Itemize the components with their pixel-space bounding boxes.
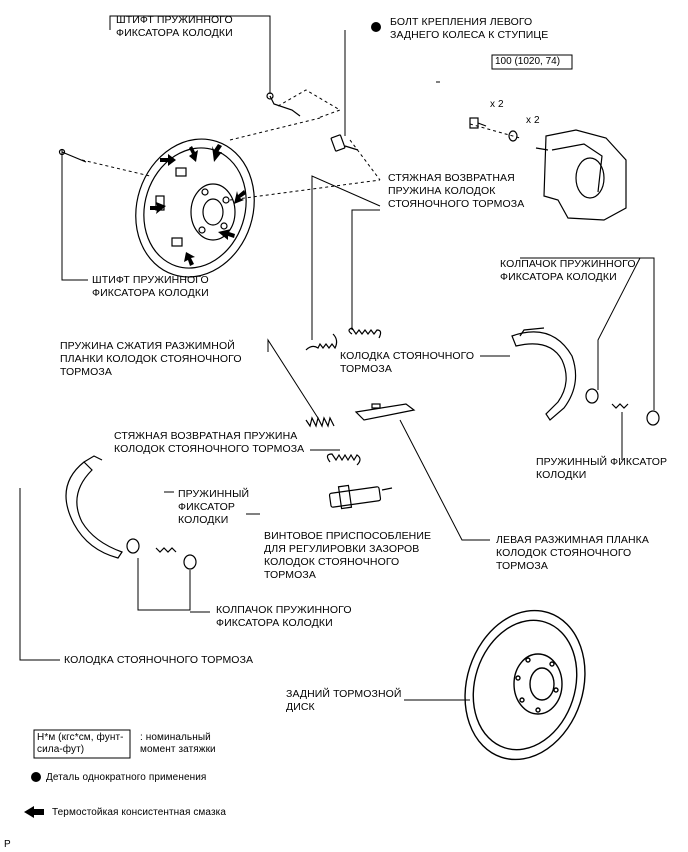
label-cap-right: КОЛПАЧОК ПРУЖИННОГО ФИКСАТОРА КОЛОДКИ: [500, 258, 636, 283]
legend-non-reusable-icon: [31, 772, 41, 782]
legend-torque-box: Н*м (кгс*см, фунт- сила-фут): [37, 732, 124, 755]
retainer-cap-right: [585, 388, 660, 426]
torque-value: 100 (1020, 74): [495, 56, 561, 67]
return-spring-left: [305, 333, 338, 351]
torque-box-frame: [491, 54, 573, 70]
caliper-bolt: [469, 117, 518, 142]
strut-spring: [305, 416, 335, 428]
shoe-hold-pin-top: [266, 92, 301, 117]
adjuster-screw: [328, 484, 393, 510]
parking-strut: [354, 403, 416, 421]
return-spring-right: [348, 327, 382, 339]
qty-bolt: x 2: [490, 99, 504, 110]
qty-washer: x 2: [526, 115, 540, 126]
legend-torque-frame: [33, 729, 131, 759]
legend-non-reusable: Деталь однократного применения: [46, 772, 207, 783]
label-cap-left: КОЛПАЧОК ПРУЖИННОГО ФИКСАТОРА КОЛОДКИ: [216, 604, 352, 629]
label-shoe-left: КОЛОДКА СТОЯНОЧНОГО ТОРМОЗА: [64, 654, 254, 666]
legend-grease-arrow-icon: [24, 806, 44, 818]
legend-grease: Термостойкая консистентная смазка: [52, 807, 227, 818]
backing-plate: [135, 138, 255, 278]
shoe-hold-pin-left: [58, 148, 87, 163]
rear-brake-disc: [464, 609, 586, 761]
label-disc: ЗАДНИЙ ТОРМОЗНОЙ ДИСК: [286, 688, 402, 713]
label-pin-top: ШТИФТ ПРУЖИННОГО ФИКСАТОРА КОЛОДКИ: [116, 14, 233, 39]
footer-code: P: [4, 839, 11, 850]
label-adjuster: ВИНТОВОЕ ПРИСПОСОБЛЕНИЕ ДЛЯ РЕГУЛИРОВКИ …: [264, 530, 432, 581]
leader-lines: [19, 15, 655, 701]
retainer-spring-left: [126, 538, 197, 570]
label-pin-left: ШТИФТ ПРУЖИННОГО ФИКСАТОРА КОЛОДКИ: [92, 274, 209, 299]
parking-shoe-left: [65, 455, 123, 559]
grease-arrows: [150, 144, 246, 266]
return-spring-mid: [326, 453, 361, 466]
brake-caliper: [535, 129, 627, 221]
hub-bolt: [330, 134, 359, 152]
label-hub-bolt: БОЛТ КРЕПЛЕНИЯ ЛЕВОГО ЗАДНЕГО КОЛЕСА К С…: [390, 16, 549, 41]
parking-shoe-right: [511, 327, 577, 421]
label-strut-spring: ПРУЖИНА СЖАТИЯ РАЗЖИМНОЙ ПЛАНКИ КОЛОДОК …: [60, 340, 242, 378]
label-spring-left: ПРУЖИННЫЙ ФИКСАТОР КОЛОДКИ: [178, 488, 250, 526]
legend-torque-desc: : номинальный момент затяжки: [140, 732, 216, 755]
non-reusable-marker: [371, 22, 381, 32]
label-strut: ЛЕВАЯ РАЗЖИМНАЯ ПЛАНКА КОЛОДОК СТОЯНОЧНО…: [496, 534, 649, 572]
label-spring-right: ПРУЖИННЫЙ ФИКСАТОР КОЛОДКИ: [536, 456, 668, 481]
label-return-spring-top: СТЯЖНАЯ ВОЗВРАТНАЯ ПРУЖИНА КОЛОДОК СТОЯН…: [388, 172, 525, 210]
label-return-spring-mid: СТЯЖНАЯ ВОЗВРАТНАЯ ПРУЖИНА КОЛОДОК СТОЯН…: [114, 430, 305, 455]
label-shoe-right: КОЛОДКА СТОЯНОЧНОГО ТОРМОЗА: [340, 350, 475, 375]
